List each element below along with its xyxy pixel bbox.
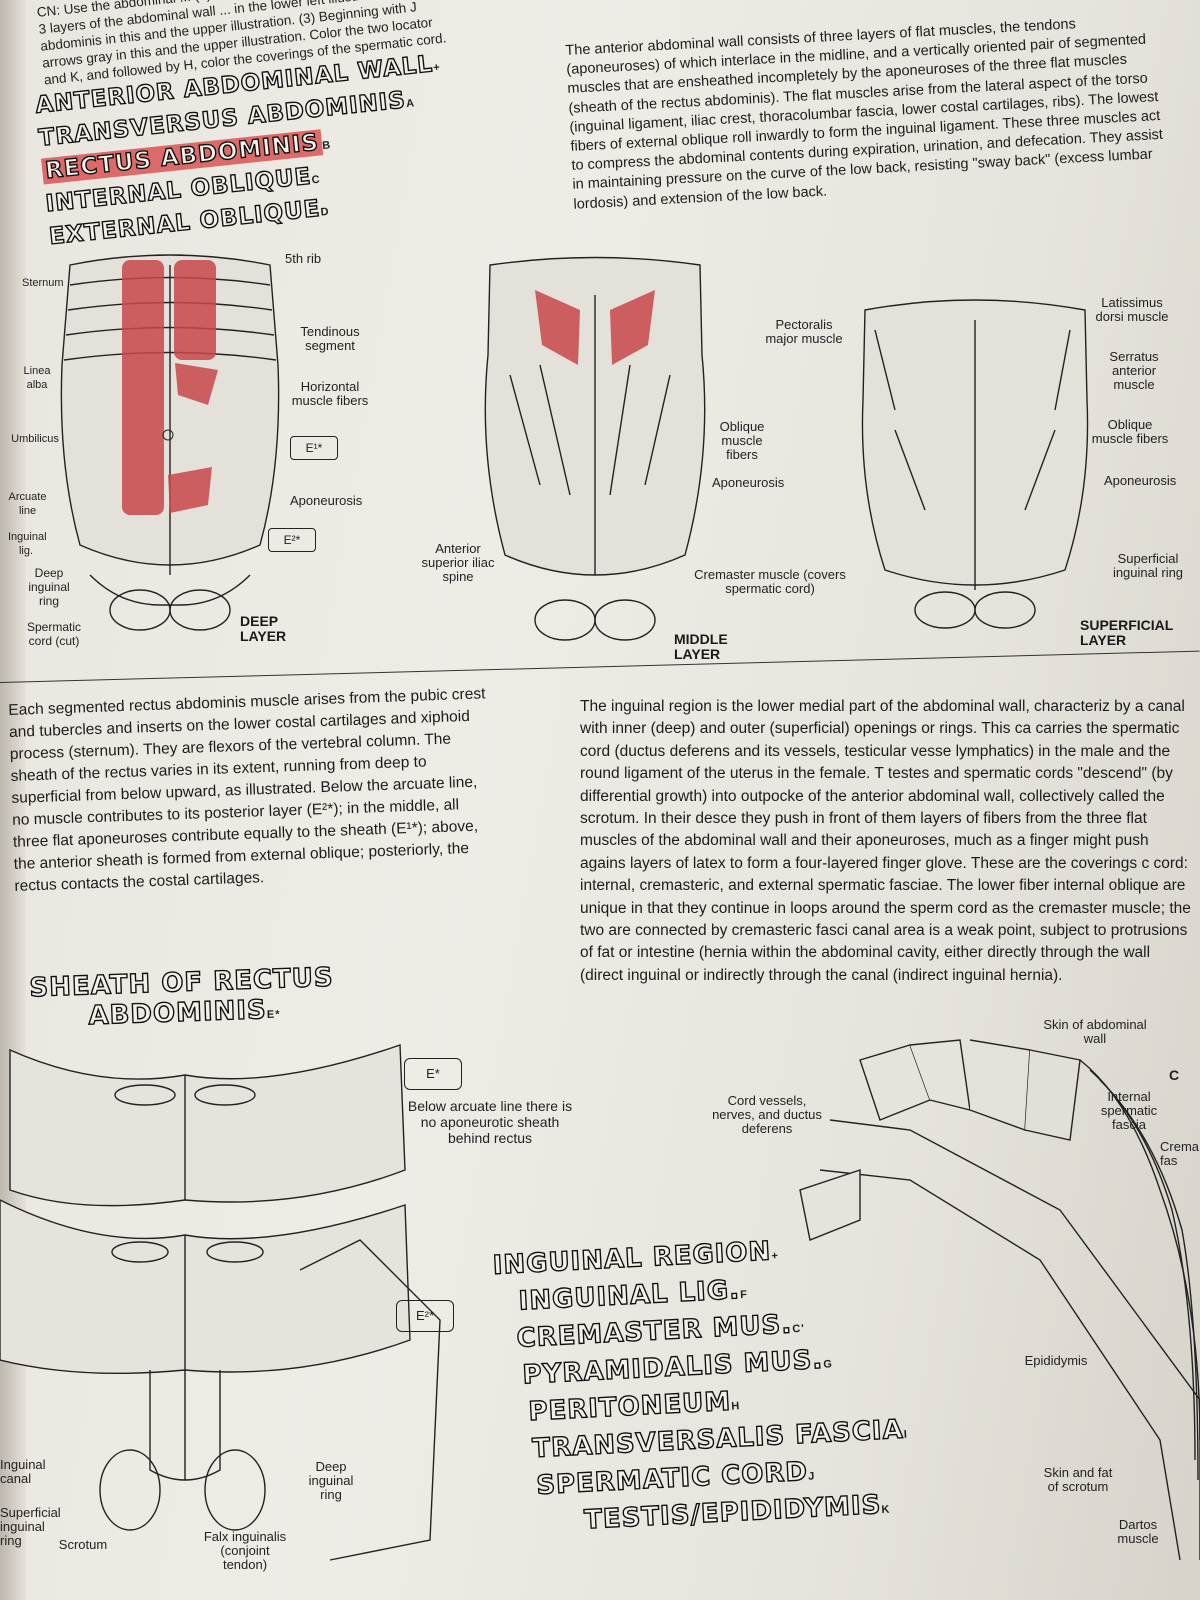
label-skin-fat-scrotum: Skin and fat of scrotum xyxy=(1043,1465,1113,1494)
label-cord-vessels: Cord vessels, nerves, and ductus deferen… xyxy=(712,1093,822,1136)
label-sternum: Sternum xyxy=(22,277,64,289)
label-crema-fas: Crema fas xyxy=(1160,1139,1200,1168)
label-aponeurosis-middle: Aponeurosis xyxy=(712,475,785,490)
inguinal-illustration xyxy=(799,1039,1200,1561)
middle-layer-caption: MIDDLE LAYER xyxy=(674,631,728,662)
sheath-illustration xyxy=(0,1044,441,1561)
label-inguinal-canal: Inguinal canal xyxy=(0,1457,46,1486)
label-superficial-ring-sheath: Superficial inguinal ring xyxy=(0,1505,61,1548)
inguinal-title-list: INGUINAL REGION+ INGUINAL LIG.F CREMASTE… xyxy=(491,1229,913,1546)
arrow-e2-icon: E²* xyxy=(268,528,316,552)
label-5th-rib: 5th rib xyxy=(285,251,322,266)
label-falx: Falx inguinalis (conjoint tendon) xyxy=(203,1529,287,1572)
label-below-arcuate: Below arcuate line there is no aponeurot… xyxy=(407,1098,573,1146)
label-horizontal-fibers: Horizontal muscle fibers xyxy=(291,379,369,408)
label-deep-ring-sheath: Deep inguinal ring xyxy=(308,1459,354,1502)
label-epididymis: Epididymis xyxy=(1024,1353,1088,1368)
paragraph-anterior-wall: The anterior abdominal wall consists of … xyxy=(565,16,1164,213)
label-corner-c: C xyxy=(1168,1067,1180,1083)
label-tendinous-segment: Tendinous segment xyxy=(300,324,360,353)
label-internal-spermatic-fascia: Internal spermatic fascia xyxy=(1100,1089,1158,1132)
label-deep-ring: Deep inguinal ring xyxy=(28,566,70,608)
label-linea-alba: Linea alba xyxy=(23,365,51,391)
label-oblique-superficial: Oblique muscle fibers xyxy=(1091,417,1169,446)
paragraph-inguinal: The inguinal region is the lower medial … xyxy=(580,698,1191,984)
label-oblique-middle: Oblique muscle fibers xyxy=(719,419,765,462)
label-arcuate-line: Arcuate line xyxy=(8,491,47,517)
label-latissimus: Latissimus dorsi muscle xyxy=(1095,295,1169,324)
label-umbilicus: Umbilicus xyxy=(11,433,59,445)
deep-layer-caption: DEEP LAYER xyxy=(240,613,287,644)
label-skin-abdominal-wall: Skin of abdominal wall xyxy=(1043,1017,1147,1046)
label-serratus: Serratus anterior muscle xyxy=(1109,349,1159,392)
label-asis: Anterior superior iliac spine xyxy=(421,541,495,584)
superficial-layer-caption: SUPERFICIAL LAYER xyxy=(1080,617,1174,648)
section-divider xyxy=(0,650,1200,683)
paragraph-rectus: Each segmented rectus abdominis muscle a… xyxy=(8,685,486,895)
superficial-layer-illustration xyxy=(861,299,1089,629)
label-pectoralis: Pectoralis major muscle xyxy=(765,317,843,346)
deep-layer-illustration xyxy=(60,254,280,631)
label-superficial-ring: Superficial inguinal ring xyxy=(1112,551,1184,580)
arrow-e-icon: E* xyxy=(404,1058,462,1090)
label-scrotum: Scrotum xyxy=(58,1537,108,1552)
label-spermatic-cord-cut: Spermatic cord (cut) xyxy=(26,620,82,648)
arrow-e1-icon: E¹* xyxy=(290,436,338,460)
label-cremaster: Cremaster muscle (covers spermatic cord) xyxy=(694,567,846,596)
label-aponeurosis-deep: Aponeurosis xyxy=(290,493,363,508)
arrow-e2-sheath-icon: E²* xyxy=(396,1300,454,1332)
middle-layer-illustration xyxy=(484,256,706,641)
label-dartos: Dartos muscle xyxy=(1117,1517,1159,1546)
label-inguinal-lig: Inguinal lig. xyxy=(8,531,47,557)
label-aponeurosis-superficial: Aponeurosis xyxy=(1104,473,1177,488)
